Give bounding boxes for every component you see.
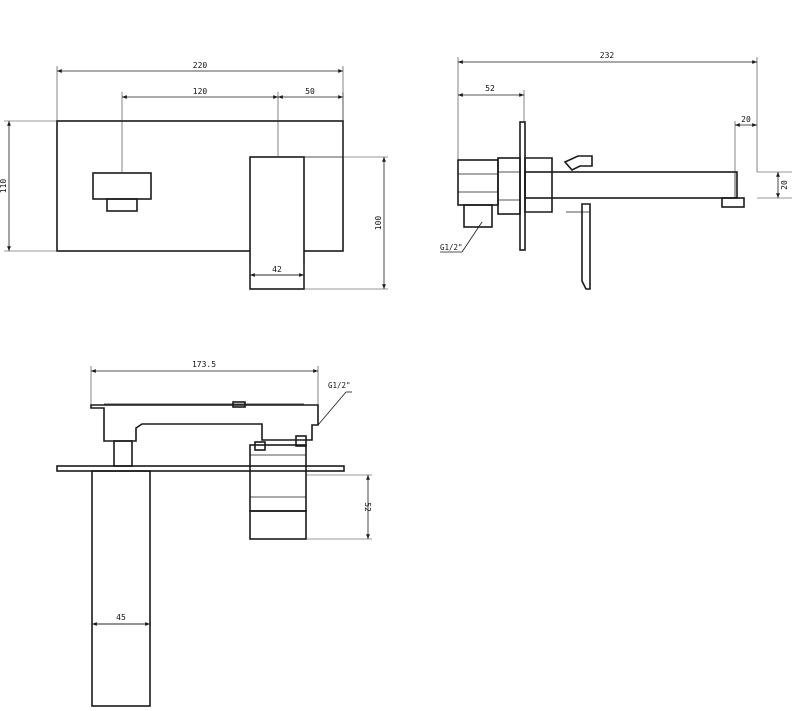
top-wall-plate [56, 465, 345, 472]
side-thread-label: G1/2" [440, 243, 463, 252]
side-handle-lever [563, 155, 593, 171]
top-dim-spout-width: 45 [116, 613, 126, 622]
side-handle-body [524, 157, 553, 213]
top-dim-handle-depth: 52 [363, 502, 372, 512]
top-dim-body-length: 173.5 [192, 360, 216, 369]
side-dim-body-depth: 52 [485, 84, 495, 93]
top-handle-lever-right [295, 435, 307, 447]
side-dim-outlet-height: 20 [780, 180, 789, 190]
side-cartridge-housing [497, 157, 521, 215]
side-handle-stem [581, 203, 591, 290]
side-spout [524, 171, 738, 199]
side-inwall-body [457, 159, 499, 206]
front-spout-outlet [92, 172, 152, 200]
top-thread-label: G1/2" [328, 381, 351, 390]
side-view: 232 52 20 20 G1/2" [440, 51, 792, 290]
side-inlet-connector [463, 204, 493, 228]
front-dim-handle-depth: 50 [305, 87, 315, 96]
front-handle [249, 156, 305, 290]
top-handle-lever [254, 441, 266, 451]
front-wall-plate [56, 120, 344, 252]
side-aerator [721, 197, 745, 208]
top-handle-cap [249, 510, 307, 540]
top-spout-stem [113, 440, 133, 467]
front-dim-handle-height: 100 [374, 216, 383, 231]
top-view: 173.5 52 45 G1/2" [56, 360, 372, 707]
side-dim-outlet-width: 20 [741, 115, 751, 124]
front-dim-handle-width: 42 [272, 265, 282, 274]
top-body-notch [232, 401, 246, 408]
front-dim-total-width: 220 [193, 61, 208, 70]
front-view: 220 120 50 110 100 42 [0, 61, 388, 290]
front-aerator [106, 198, 138, 212]
side-dim-total-length: 232 [600, 51, 615, 60]
top-body [90, 404, 319, 442]
front-dim-plate-height: 110 [0, 179, 8, 194]
front-dim-spout-offset: 120 [193, 87, 208, 96]
top-spout [91, 470, 151, 707]
